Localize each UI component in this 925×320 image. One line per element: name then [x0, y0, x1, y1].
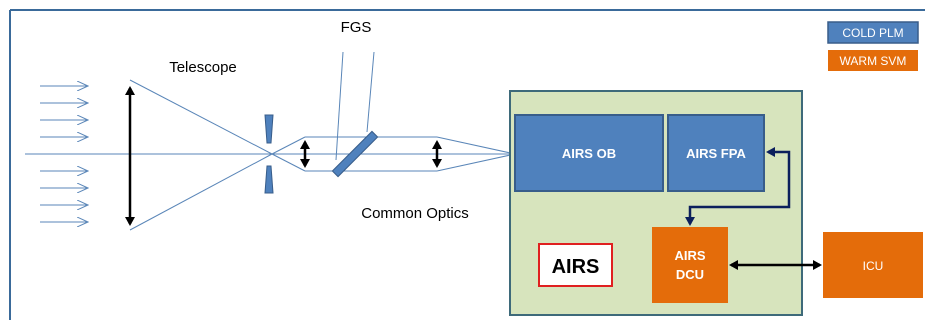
telescope-beam: [129, 79, 306, 231]
legend-warm-svm-label: WARM SVM: [840, 54, 907, 68]
fgs-label: FGS: [341, 19, 372, 36]
icu-box: [823, 232, 923, 298]
airs-dcu-label-line2: DCU: [676, 267, 704, 282]
legend-cold-plm: [827, 21, 919, 44]
fpa-dcu-connector: [685, 147, 791, 226]
dichroic-splitter: [331, 130, 379, 178]
airs-title-label: AIRS: [552, 256, 600, 278]
airs-title-box: [538, 243, 613, 287]
field-stop-upper: [264, 114, 274, 144]
common-optics-beam: [305, 136, 516, 172]
airs-dcu-box: [652, 227, 728, 303]
airs-fpa-label: AIRS FPA: [686, 146, 746, 161]
legend-warm-svm: [828, 50, 918, 71]
fgs-beam: [335, 51, 375, 161]
incoming-light-arrows: [40, 86, 88, 222]
icu-label: ICU: [863, 259, 884, 273]
legend-cold-plm-label: COLD PLM: [842, 26, 903, 40]
field-stop-lower: [264, 165, 274, 194]
airs-ob-box: [514, 114, 664, 192]
telescope-label: Telescope: [169, 59, 237, 76]
airs-dcu-label-line1: AIRS: [674, 248, 705, 263]
common-optics-label: Common Optics: [361, 205, 469, 222]
airs-ob-label: AIRS OB: [562, 146, 616, 161]
